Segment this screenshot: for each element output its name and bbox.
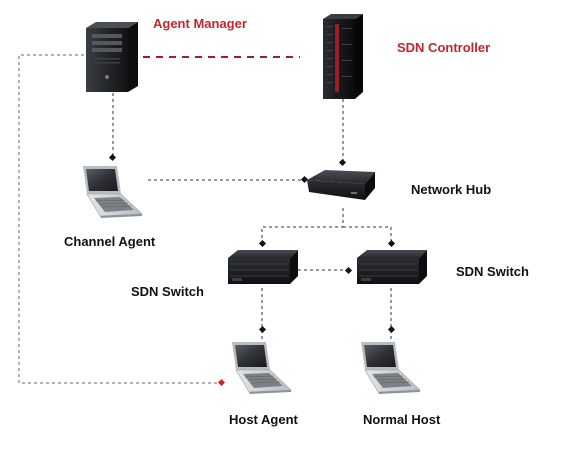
sdn-switch-left-label: SDN Switch (131, 284, 204, 299)
sdn-controller-label: SDN Controller (397, 40, 490, 55)
channel-agent-label: Channel Agent (64, 234, 156, 249)
network-hub-label: Network Hub (411, 182, 491, 197)
agent-manager-label: Agent Manager (153, 16, 247, 31)
switch-icon (227, 249, 299, 285)
laptop-icon (82, 165, 143, 219)
normal-host-label: Normal Host (363, 412, 441, 427)
server-rack-icon (323, 14, 363, 99)
link-hub-left-switch (261, 208, 344, 243)
link-manager-host-agent (18, 54, 222, 384)
laptop-icon (360, 341, 421, 395)
network-hub-icon (307, 170, 375, 200)
host-agent-label: Host Agent (229, 412, 299, 427)
laptop-icon (231, 341, 292, 395)
sdn-switch-right-label: SDN Switch (456, 264, 529, 279)
connections (18, 54, 392, 384)
link-hub-right-switch (343, 226, 392, 243)
switch-icon (356, 249, 428, 285)
junction-dots (108, 153, 396, 387)
server-tower-icon (86, 22, 138, 92)
